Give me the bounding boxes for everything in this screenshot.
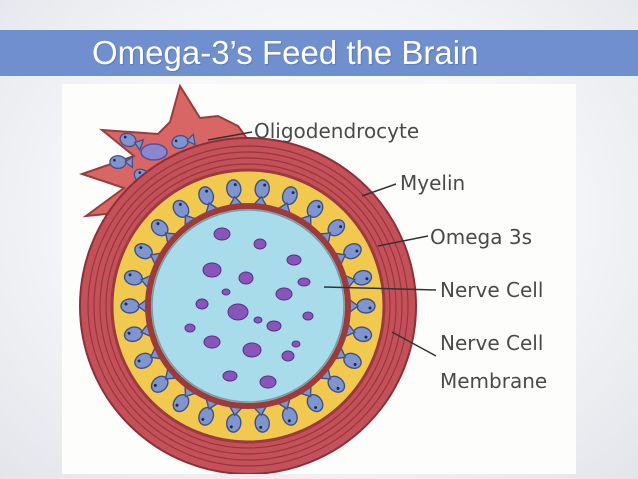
omega3-fish-eye xyxy=(368,306,372,310)
vesicle xyxy=(238,271,254,285)
vesicle xyxy=(222,370,238,382)
omega3-fish-eye xyxy=(113,158,116,162)
omega3-fish-eye xyxy=(139,246,143,250)
leader-oligodendrocyte xyxy=(207,131,253,141)
omega3-fish-eye xyxy=(201,417,205,421)
omega3-fish-eye xyxy=(138,171,142,174)
omega3-fish-eye xyxy=(128,273,132,277)
diagram-svg: Oligodendrocyte Myelin Omega 3s Nerve Ce… xyxy=(78,84,547,474)
vesicle xyxy=(221,288,231,296)
myelin-ring-line xyxy=(99,157,397,455)
omega3-fish-eye xyxy=(355,249,359,253)
omega3-fish xyxy=(123,269,152,289)
omega3-fish-eye xyxy=(263,183,267,187)
omega3-fish xyxy=(172,385,197,413)
omega3-fish-eye xyxy=(339,225,343,229)
omega3-fish xyxy=(120,298,147,314)
omega3-fish-ring xyxy=(120,179,376,433)
omega3-fish-eye xyxy=(123,135,127,139)
omega3-fish-eye xyxy=(153,383,157,387)
omega3-fish xyxy=(109,155,134,169)
omega3-fish-body xyxy=(120,298,140,314)
omega3-fish-eye xyxy=(233,183,237,187)
vesicle xyxy=(302,311,314,321)
leader-nerve-cell xyxy=(323,286,437,291)
omega3-fish-eye xyxy=(178,202,182,206)
omega3-fish-body xyxy=(356,298,376,314)
myelin-ring-line xyxy=(105,163,391,449)
label-membrane-line2: Membrane xyxy=(440,369,547,393)
vesicle xyxy=(202,262,222,278)
label-nerve-cell: Nerve Cell xyxy=(440,278,543,302)
omega3-fish xyxy=(226,405,244,433)
omega3-fish xyxy=(119,132,145,152)
omega3-fish-eye xyxy=(365,277,369,281)
omega3-fish xyxy=(171,132,196,149)
omega3-fish-eye xyxy=(314,406,318,410)
omega3-fish-eye xyxy=(205,189,209,193)
vesicle xyxy=(286,254,302,266)
vesicle xyxy=(266,320,282,332)
omega3-fish-body xyxy=(109,155,127,169)
leader-myelin xyxy=(361,183,397,197)
label-oligodendrocyte: Oligodendrocyte xyxy=(254,119,419,143)
omega3-fish-eye xyxy=(127,331,131,335)
vesicle xyxy=(253,316,263,324)
omega3-fish-eye xyxy=(336,386,340,390)
omega3-fish-eye xyxy=(364,335,368,339)
myelin-ring-line xyxy=(93,151,403,461)
label-membrane-line1: Nerve Cell xyxy=(440,331,543,355)
omega3-fish-eye xyxy=(137,359,141,363)
myelin-ring-line xyxy=(87,145,409,467)
omega3-fish-eye xyxy=(259,425,263,429)
myelin-ring-lines xyxy=(87,145,409,467)
omega3-fish xyxy=(299,385,324,413)
omega3-fish xyxy=(334,346,362,370)
omega3-fish-eye xyxy=(175,403,179,407)
vesicle xyxy=(227,303,249,321)
omega3-fish-eye xyxy=(124,302,128,306)
vesicle xyxy=(195,298,209,310)
nerve-cell-membrane xyxy=(145,203,351,409)
slide-title: Omega-3’s Feed the Brain xyxy=(92,34,479,71)
vesicle xyxy=(259,375,277,389)
omega3-fish-eye xyxy=(353,362,357,366)
vesicle xyxy=(184,323,196,333)
omega3-fish xyxy=(252,179,270,207)
omega3-fish-eye xyxy=(317,205,321,209)
omega3-fish-eye xyxy=(287,419,291,423)
leader-membrane xyxy=(391,331,437,357)
label-myelin: Myelin xyxy=(400,171,465,195)
omega3-fish-tail xyxy=(186,132,196,146)
vesicle xyxy=(242,342,262,358)
vesicle xyxy=(253,238,267,250)
omega3-fish-tail xyxy=(124,155,134,169)
vesicle xyxy=(275,287,293,301)
omega3-fish-eye xyxy=(174,139,178,143)
omega3-fish-eye xyxy=(229,425,233,429)
vesicle xyxy=(291,340,301,348)
omega3-fish-eye xyxy=(156,222,160,226)
diagram-figure: Oligodendrocyte Myelin Omega 3s Nerve Ce… xyxy=(62,84,576,474)
omega3-fish xyxy=(150,367,178,393)
leader-lines xyxy=(207,131,437,357)
leader-omega3s xyxy=(377,235,429,247)
omega3-fish-tail xyxy=(133,138,145,152)
vesicle xyxy=(281,350,295,362)
title-bar xyxy=(0,30,638,76)
nerve-cell-body xyxy=(151,209,345,403)
oligodendrocyte-nucleus xyxy=(140,143,168,161)
omega3-fish xyxy=(252,405,270,433)
vesicle xyxy=(213,227,231,241)
vesicle xyxy=(203,335,221,349)
label-omega3s: Omega 3s xyxy=(430,225,532,249)
omega3-fish-eye xyxy=(291,191,295,195)
vesicle xyxy=(297,277,311,287)
omega3-fish xyxy=(318,367,346,393)
nerve-cell-vesicles xyxy=(184,227,314,389)
